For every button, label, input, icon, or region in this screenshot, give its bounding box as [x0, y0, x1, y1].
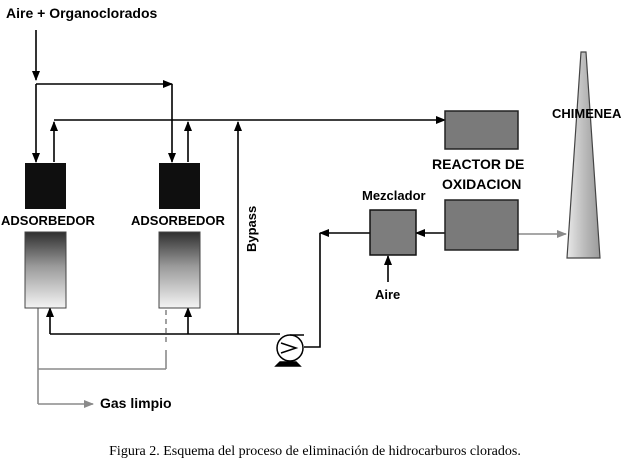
adsorber-1-top	[25, 163, 66, 209]
pump-icon	[274, 334, 304, 367]
reactor-feed-line	[50, 116, 446, 162]
clean-gas-label: Gas limpio	[100, 395, 172, 411]
mixer	[369, 209, 417, 256]
air-label: Aire	[375, 287, 400, 302]
chimney-label: CHIMENEA	[552, 106, 622, 121]
clean-gas-lines	[37, 230, 567, 408]
adsorber-2	[158, 163, 201, 309]
figure-caption: Figura 2. Esquema del proceso de elimina…	[109, 444, 521, 459]
chimney	[566, 51, 601, 259]
reactor-label-line1: REACTOR DE	[432, 156, 524, 172]
adsorber-2-top	[159, 163, 200, 209]
adsorber-2-column	[158, 231, 201, 309]
return-line	[46, 307, 280, 335]
adsorber-1-label: ADSORBEDOR	[1, 213, 96, 228]
adsorber-1-column	[24, 231, 67, 309]
adsorber-2-label: ADSORBEDOR	[131, 213, 226, 228]
bypass-label: Bypass	[244, 206, 259, 252]
adsorber-1	[24, 163, 67, 309]
reactor-label-line2: OXIDACION	[442, 176, 521, 192]
feed-lines	[32, 30, 176, 163]
mixer-pump-line	[304, 229, 445, 348]
mixer-label: Mezclador	[362, 188, 426, 203]
oxidation-reactor	[444, 110, 519, 251]
input-label: Aire + Organoclorados	[6, 5, 158, 21]
